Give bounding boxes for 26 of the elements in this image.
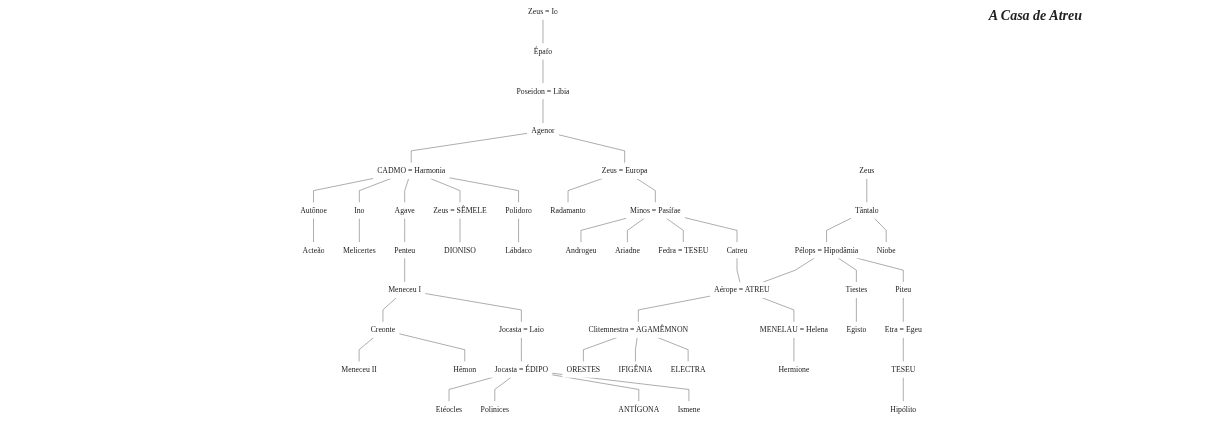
connector — [424, 293, 522, 323]
connector — [580, 218, 627, 243]
connector — [313, 178, 374, 203]
connector — [638, 295, 711, 323]
connector — [430, 178, 461, 203]
connector — [382, 297, 397, 323]
connector — [359, 178, 392, 203]
connector — [761, 297, 795, 323]
connector — [583, 337, 618, 363]
connector — [551, 374, 640, 402]
connector — [551, 372, 690, 402]
connector — [762, 257, 815, 283]
connector — [411, 133, 528, 164]
connector — [826, 218, 852, 243]
connector — [448, 377, 494, 402]
connector — [636, 178, 656, 203]
connector — [558, 134, 625, 164]
connector — [448, 177, 519, 203]
connector — [567, 178, 603, 203]
connector — [358, 337, 374, 363]
connector — [684, 217, 738, 243]
connector — [874, 218, 887, 243]
connector — [313, 218, 314, 243]
connector — [657, 337, 689, 363]
heading: A Casa de Atreu — [988, 8, 1082, 23]
connector — [398, 333, 465, 363]
